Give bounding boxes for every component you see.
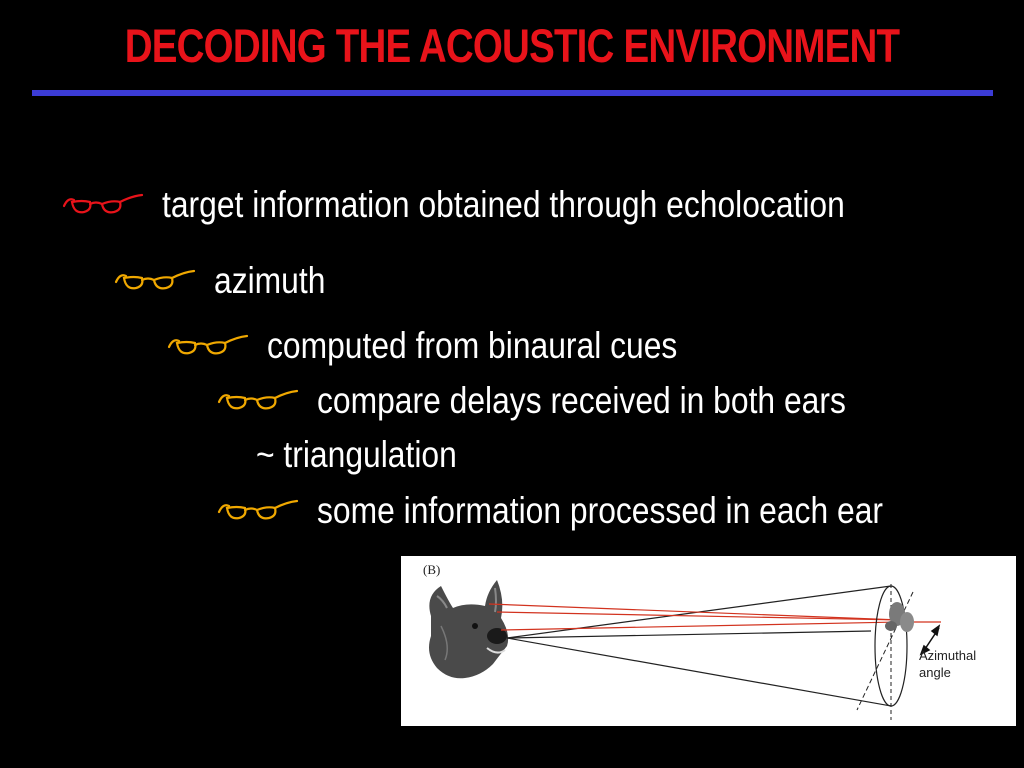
bullet-item: compare delays received in both ears (215, 380, 932, 422)
bullet-text: some information processed in each ear (317, 490, 883, 531)
bullet-item: computed from binaural cues (165, 325, 744, 367)
bullet-text: target information obtained through echo… (162, 184, 845, 225)
bullet-continuation-text: ~ triangulation (256, 434, 457, 475)
bat-head-icon (429, 580, 509, 679)
eyeglasses-icon (114, 269, 196, 290)
moth-icon (885, 602, 914, 632)
eyeglasses-icon (217, 389, 299, 410)
bullet-item: target information obtained through echo… (60, 184, 956, 226)
bullet-text: compare delays received in both ears (317, 380, 846, 421)
azimuthal-label-line2: angle (919, 665, 951, 680)
eyeglasses-icon (217, 499, 299, 520)
bullet-item: some information processed in each ear (215, 490, 975, 532)
slide-title: DECODING THE ACOUSTIC ENVIRONMENT (124, 19, 900, 72)
azimuthal-label-line1: Azimuthal (919, 648, 976, 663)
azimuth-diagram: (B) (401, 556, 1016, 726)
bullet-text: azimuth (214, 260, 326, 301)
eyeglasses-icon (167, 334, 249, 355)
bullet-item: azimuth (112, 260, 344, 302)
bullet-text: computed from binaural cues (267, 325, 678, 366)
title-divider (32, 90, 993, 96)
panel-label: (B) (423, 562, 440, 577)
echolocation-figure: (B) (423, 562, 976, 720)
eyeglasses-icon (62, 193, 144, 214)
